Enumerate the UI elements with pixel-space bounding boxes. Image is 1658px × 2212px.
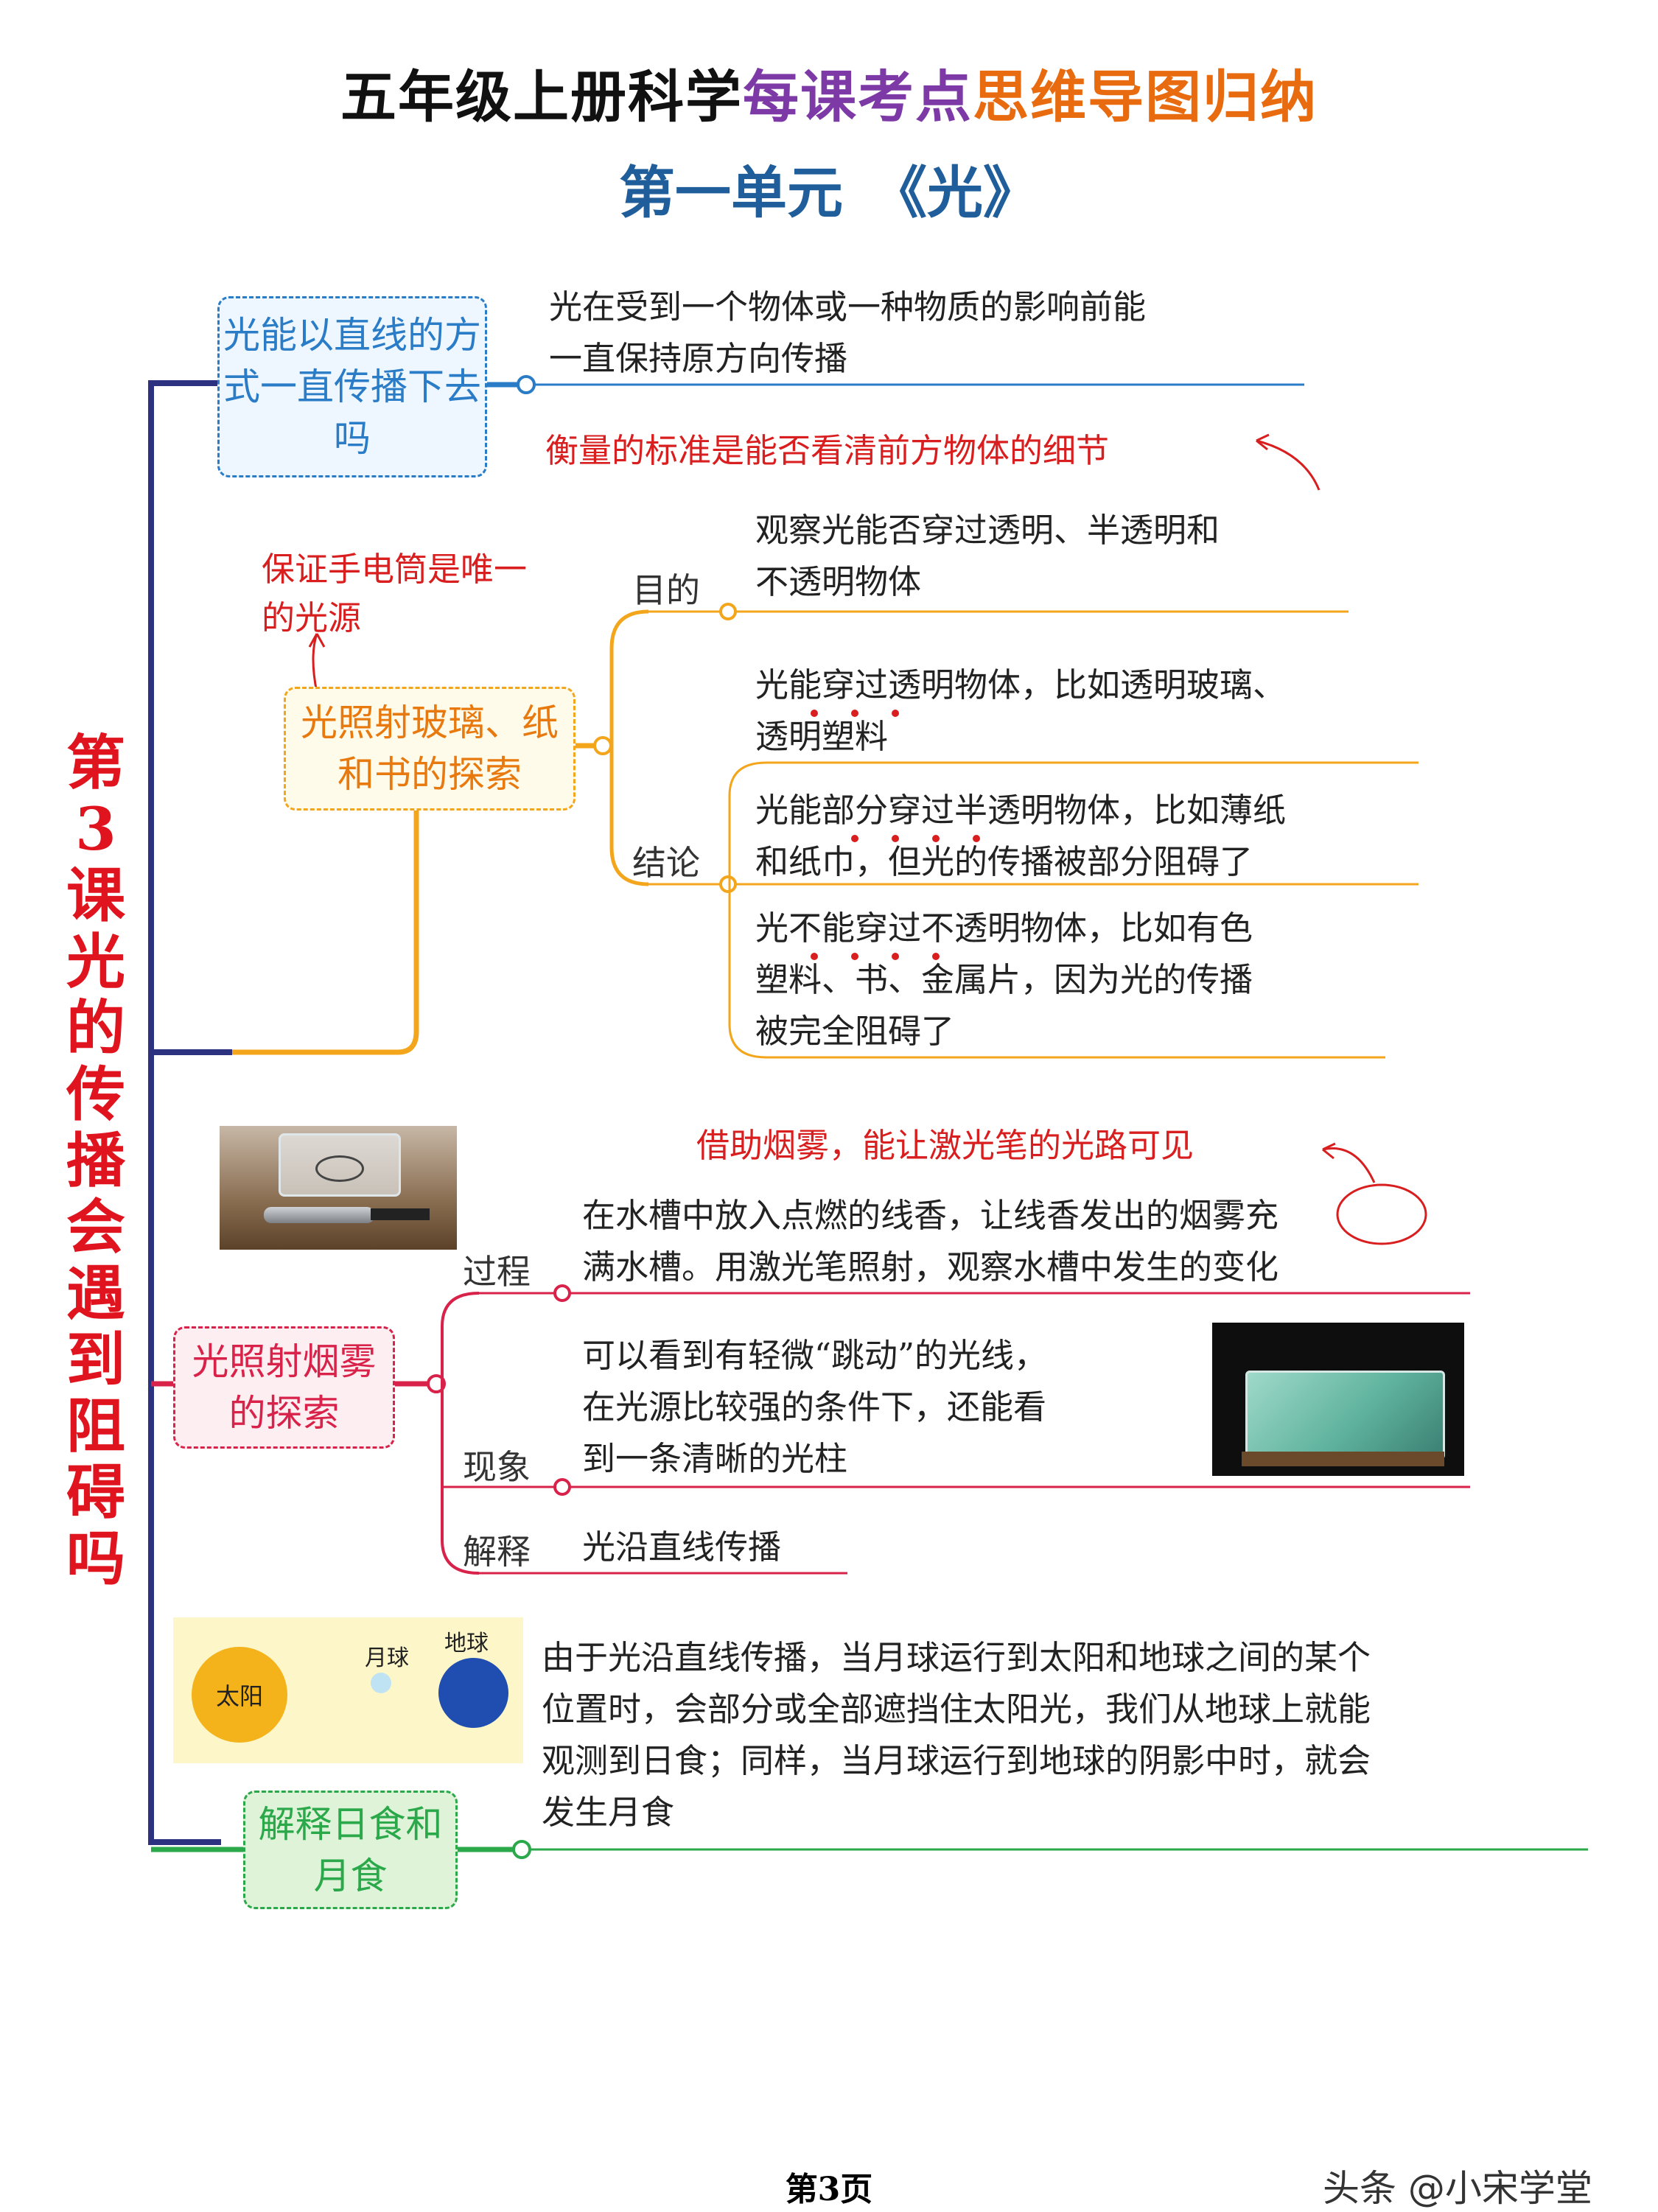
conclusion1-line1: 光能穿过透明物体，比如透明玻璃、 (755, 665, 1287, 704)
eclipse-line1: 由于光沿直线传播，当月球运行到太阳和地球之间的某个 (542, 1638, 1371, 1677)
conclusion2-line1: 光能部分穿过半透明物体，比如薄纸 (755, 791, 1287, 830)
smoke-tank-photo (1212, 1323, 1464, 1476)
branch1-answer-line1: 光在受到一个物体或一种物质的影响前能 (549, 287, 1147, 326)
branch2-note: 保证手电筒是唯一的光源 (262, 550, 528, 637)
explanation-text: 光沿直线传播 (582, 1527, 782, 1567)
earth-label: 地球 (444, 1631, 489, 1656)
incense-box-photo (220, 1126, 457, 1250)
watermark: 头条 @小宋学堂 (1323, 2167, 1592, 2210)
title-part-mindmap: 思维导图归纳 (973, 64, 1318, 130)
spine-line (148, 380, 221, 1845)
conclusion3-line2: 塑料、书、金属片，因为光的传播 (755, 960, 1253, 999)
process-line1: 在水槽中放入点燃的线香，让线香发出的烟雾充 (582, 1196, 1279, 1235)
eclipse-line4: 发生月食 (542, 1793, 675, 1832)
branch-smoke-box: 光照射烟雾的探索 (173, 1326, 395, 1449)
phenomenon-line2: 在光源比较强的条件下，还能看 (582, 1387, 1047, 1427)
moon-circle (371, 1673, 391, 1693)
purpose-line2: 不透明物体 (755, 562, 922, 601)
earth-circle (438, 1658, 508, 1728)
eclipse-line3: 观测到日食；同样，当月球运行到地球的阴影中时，就会 (542, 1741, 1371, 1780)
smoke-circle-mark (1336, 1183, 1427, 1245)
conclusion3-line1: 光不能穿过不透明物体，比如有色 (755, 909, 1253, 948)
sun-circle: 太阳 (192, 1647, 287, 1743)
conclusion2-line2: 和纸巾，但光的传播被部分阻碍了 (755, 842, 1253, 881)
moon-label: 月球 (365, 1645, 409, 1671)
title-part-grade: 五年级上册科学 (340, 64, 743, 130)
page-title: 五年级上册科学每课考点思维导图归纳 (0, 52, 1658, 133)
purpose-label: 目的 (632, 570, 700, 610)
branch1-note: 衡量的标准是能否看清前方物体的细节 (545, 431, 1110, 470)
branch-eclipse-box: 解释日食和月食 (243, 1791, 458, 1909)
conclusion-label: 结论 (632, 843, 700, 883)
phenomenon-label: 现象 (463, 1447, 531, 1487)
branch1-answer-line2: 一直保持原方向传播 (549, 339, 848, 378)
conclusion3-line3: 被完全阻碍了 (755, 1012, 955, 1051)
branch3-note: 借助烟雾，能让激光笔的光路可见 (696, 1126, 1194, 1165)
explanation-label: 解释 (463, 1532, 531, 1572)
phenomenon-line1: 可以看到有轻微“跳动”的光线， (582, 1336, 1048, 1375)
branch-glass-paper-book-box: 光照射玻璃、纸和书的探索 (284, 687, 576, 811)
unit-title: 第一单元 《光》 (619, 160, 1039, 225)
process-line2: 满水槽。用激光笔照射，观察水槽中发生的变化 (582, 1247, 1279, 1287)
eclipse-line2: 位置时，会部分或全部遮挡住太阳光，我们从地球上就能 (542, 1690, 1371, 1729)
phenomenon-line3: 到一条清晰的光柱 (582, 1439, 848, 1478)
page-number: 第3页 (785, 2171, 873, 2208)
process-label: 过程 (463, 1252, 531, 1292)
title-part-keypoints: 每课考点 (743, 64, 973, 130)
purpose-line1: 观察光能否穿过透明、半透明和 (755, 511, 1220, 550)
lesson-title: 第3课 光的传播会遇到阻碍吗 (66, 728, 184, 1593)
eclipse-diagram: 太阳 月球 地球 (173, 1617, 523, 1763)
conclusion1-line2: 透明塑料 (755, 717, 889, 756)
branch-straight-line-box: 光能以直线的方式一直传播下去吗 (217, 296, 487, 477)
